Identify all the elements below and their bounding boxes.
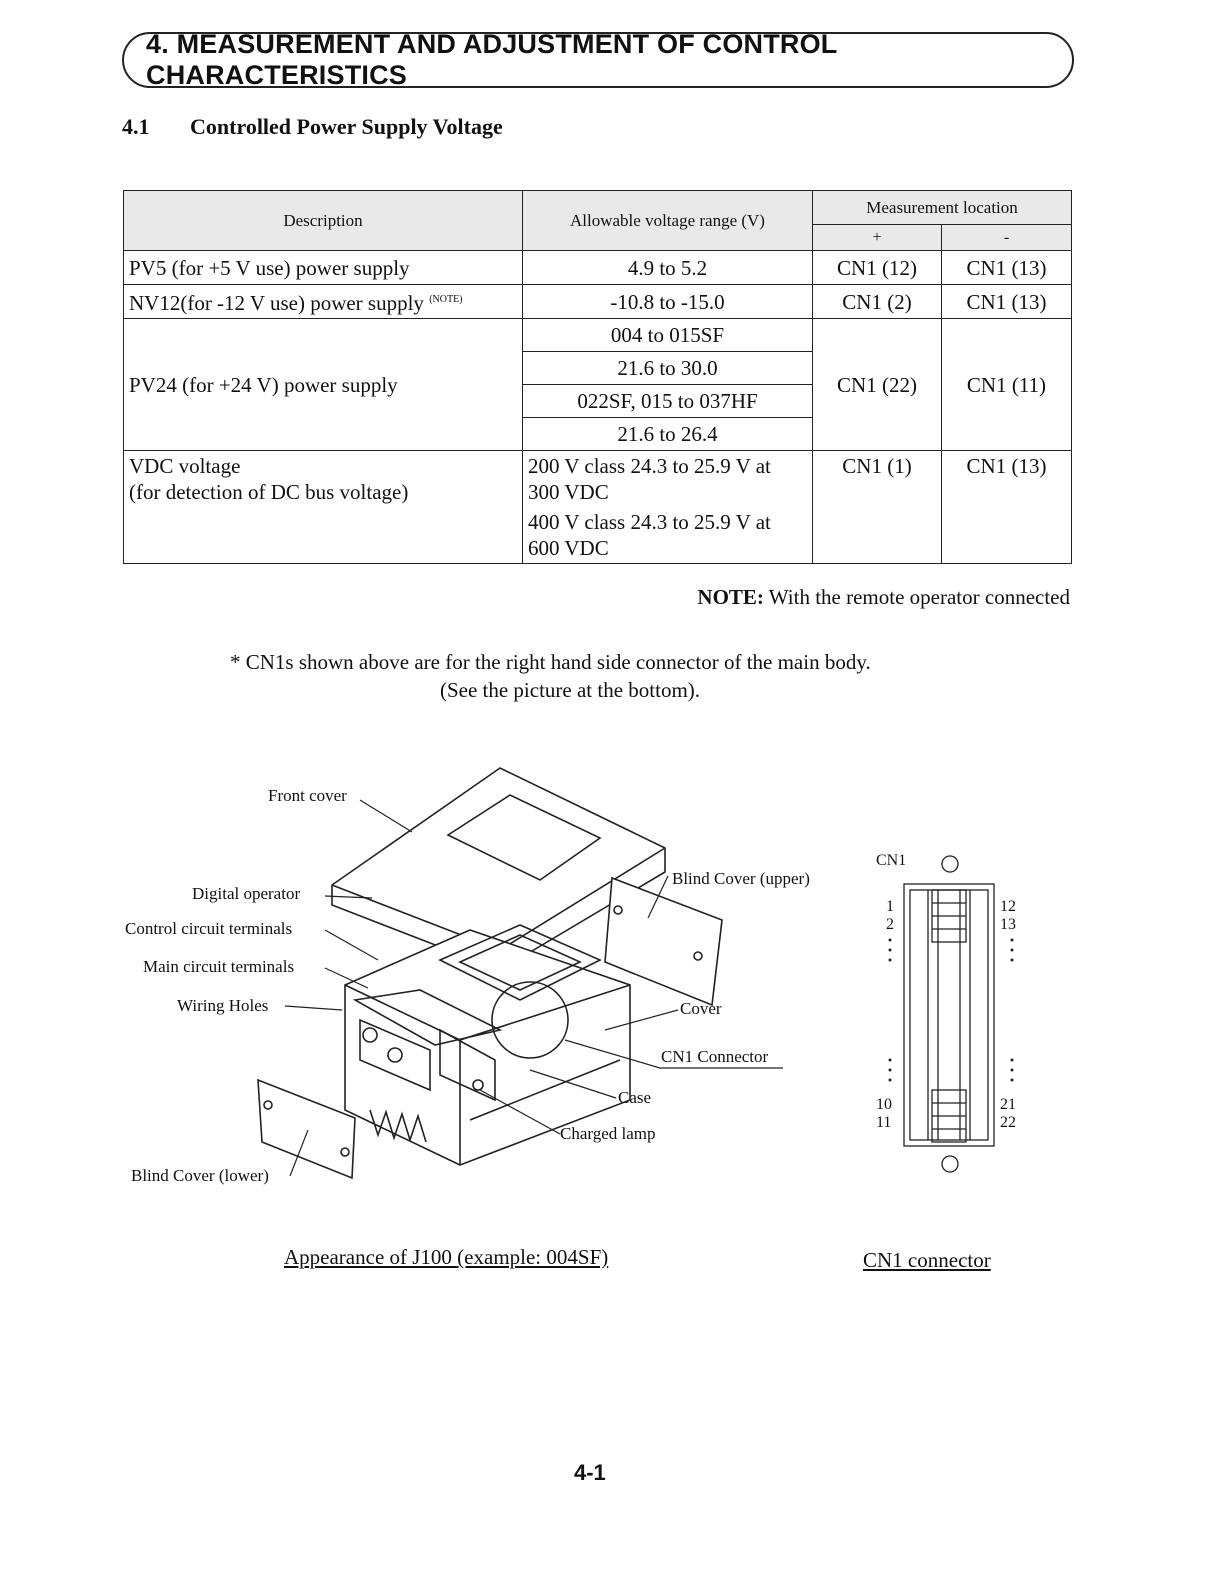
cn1-connector-diagram: [888, 855, 1014, 1173]
pin-label: 12: [1000, 898, 1016, 915]
row-range: 4.9 to 5.2: [522, 250, 813, 285]
pin-label: 13: [1000, 916, 1016, 933]
row-range: 21.6 to 26.4: [522, 417, 813, 451]
table-row: NV12(for -12 V use) power supply (NOTE) …: [123, 284, 1072, 319]
cn-note-line2: (See the picture at the bottom).: [439, 678, 701, 702]
note-mark: (NOTE): [429, 294, 463, 305]
pin-label: 10: [876, 1096, 892, 1113]
pin-label: 22: [1000, 1114, 1016, 1131]
table-row: PV24 (for +24 V) power supply 004 to 015…: [123, 318, 1072, 451]
table-subrow: 022SF, 015 to 037HF: [124, 384, 1072, 418]
inverter-illustration: [257, 767, 783, 1180]
row-range-model: 022SF, 015 to 037HF: [522, 384, 813, 418]
table-subrow: 21.6 to 30.0: [124, 351, 1072, 385]
row-plus: CN1 (1): [812, 450, 942, 564]
row-range-model: 004 to 015SF: [522, 318, 813, 352]
section-title: Controlled Power Supply Voltage: [190, 114, 503, 139]
table-subrow: 21.6 to 26.4: [124, 417, 1072, 451]
pin-label: 1: [886, 898, 894, 915]
voltage-table: Description Allowable voltage range (V) …: [123, 190, 1072, 564]
table-row: VDC voltage(for detection of DC bus volt…: [123, 450, 1072, 564]
callout-wiring-holes: Wiring Holes: [177, 996, 269, 1015]
row-description: PV24 (for +24 V) power supply: [123, 318, 523, 451]
chapter-banner: 4. MEASUREMENT AND ADJUSTMENT OF CONTROL…: [122, 29, 1074, 90]
table-header-row: Description Allowable voltage range (V) …: [123, 190, 1072, 251]
table-note: NOTE: With the remote operator connected: [697, 585, 1070, 609]
callout-control-terminals: Control circuit terminals: [125, 919, 293, 938]
callout-blind-cover-lower: Blind Cover (lower): [131, 1166, 269, 1185]
section-heading: 4.1 Controlled Power Supply Voltage: [122, 114, 503, 140]
row-plus: CN1 (22): [812, 318, 942, 451]
header-description: Description: [123, 190, 523, 251]
row-minus: CN1 (13): [941, 450, 1072, 564]
header-location: Measurement location: [812, 190, 1072, 225]
row-plus: CN1 (2): [812, 284, 942, 319]
callout-charged-lamp: Charged lamp: [560, 1124, 656, 1143]
callout-digital-operator: Digital operator: [192, 884, 301, 903]
table-row: PV5 (for +5 V use) power supply 4.9 to 5…: [123, 250, 1072, 285]
callout-cn1-connector: CN1 Connector: [661, 1047, 769, 1066]
row-description: VDC voltage(for detection of DC bus volt…: [123, 450, 523, 564]
row-range: -10.8 to -15.0: [522, 284, 813, 319]
row-description: PV5 (for +5 V use) power supply: [123, 250, 523, 285]
cn1-title: CN1: [876, 852, 907, 869]
cn-note: * CN1s shown above are for the right han…: [230, 648, 970, 704]
chapter-title: 4. MEASUREMENT AND ADJUSTMENT OF CONTROL…: [146, 29, 838, 90]
row-minus: CN1 (13): [941, 250, 1072, 285]
row-description: NV12(for -12 V use) power supply (NOTE): [123, 284, 523, 319]
callout-case: Case: [618, 1088, 652, 1107]
pin-label: 21: [1000, 1096, 1016, 1113]
pin-label: 2: [886, 916, 894, 933]
figure-caption: Appearance of J100 (example: 004SF): [284, 1245, 609, 1269]
connector-caption: CN1 connector: [863, 1248, 991, 1272]
row-range: 200 V class 24.3 to 25.9 V at 300 VDC 40…: [522, 450, 813, 564]
row-minus: CN1 (13): [941, 284, 1072, 319]
section-number: 4.1: [122, 114, 150, 139]
pin-label: 11: [876, 1114, 892, 1131]
header-plus: +: [812, 224, 942, 251]
page-number: 4-1: [574, 1460, 606, 1485]
row-range: 21.6 to 30.0: [522, 351, 813, 385]
header-range: Allowable voltage range (V): [522, 190, 813, 251]
row-minus: CN1 (11): [941, 318, 1072, 451]
row-plus: CN1 (12): [812, 250, 942, 285]
callout-cover: Cover: [680, 999, 722, 1018]
header-minus: -: [941, 224, 1072, 251]
callout-main-terminals: Main circuit terminals: [143, 957, 295, 976]
callout-front-cover: Front cover: [268, 786, 347, 805]
cn-note-line1: * CN1s shown above are for the right han…: [230, 650, 871, 674]
callout-blind-cover-upper: Blind Cover (upper): [672, 869, 810, 888]
table-subheader-row: + -: [124, 224, 1072, 251]
